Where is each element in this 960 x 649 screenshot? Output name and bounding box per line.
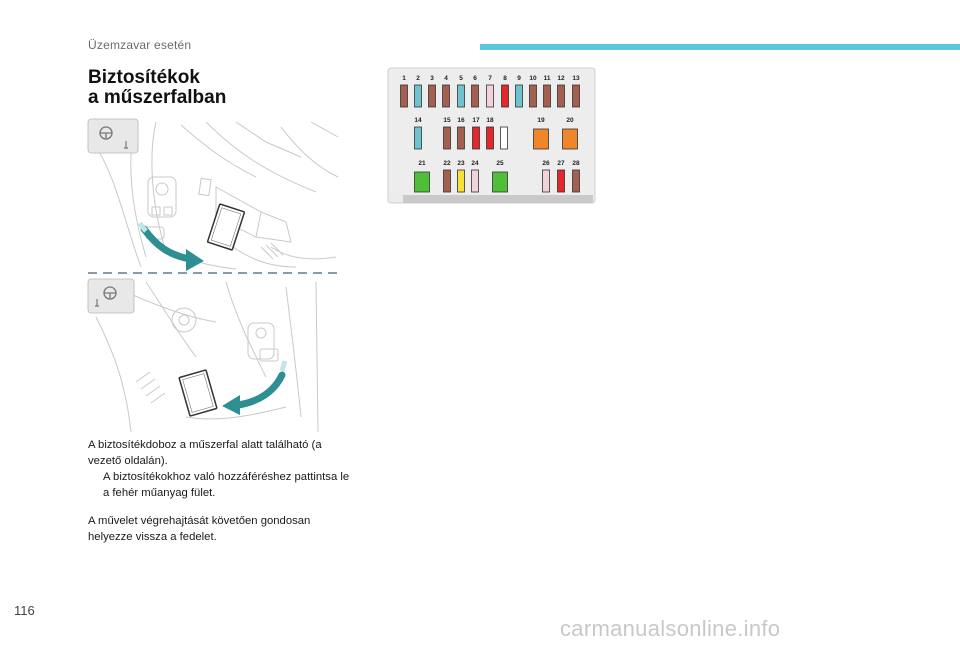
fuse-7 (486, 84, 494, 108)
fuse-label-12: 12 (557, 75, 565, 82)
fuse-label-1: 1 (402, 75, 406, 82)
fuse-label-14: 14 (414, 117, 422, 124)
fuse-label-16: 16 (457, 117, 465, 124)
header-accent-bar (480, 44, 960, 50)
instruction-bullet: A biztosítékokhoz való hozzáféréshez pat… (88, 469, 350, 501)
fuse-label-28: 28 (572, 160, 580, 167)
fuse-3 (428, 84, 436, 108)
fuse-label-8: 8 (503, 75, 507, 82)
fuse-21 (414, 171, 430, 193)
page-number: 116 (14, 603, 35, 618)
section-title-line1: Biztosítékok (88, 67, 200, 88)
fuse-22 (443, 169, 451, 193)
fuse-6 (471, 84, 479, 108)
watermark: carmanualsonline.info (560, 616, 781, 641)
fuse-23 (457, 169, 465, 193)
fuse-label-10: 10 (529, 75, 537, 82)
fuse-10 (529, 84, 537, 108)
fuse-label-5: 5 (459, 75, 463, 82)
fuse-label-3: 3 (430, 75, 434, 82)
fuse-28 (572, 169, 580, 193)
fuse-16 (457, 126, 465, 150)
fuse-13 (572, 84, 580, 108)
fuse-11 (543, 84, 551, 108)
fuse-25 (492, 171, 508, 193)
fuse-label-6: 6 (473, 75, 477, 82)
fuse-label-9: 9 (517, 75, 521, 82)
fuse-label-26: 26 (542, 160, 550, 167)
fuse-17 (472, 126, 480, 150)
fuse-14 (414, 126, 422, 150)
fuse-20 (562, 128, 578, 150)
fuse-2 (414, 84, 422, 108)
fuse-19 (533, 128, 549, 150)
fuse-15 (443, 126, 451, 150)
fuse-label-17: 17 (472, 117, 480, 124)
fuse-4 (442, 84, 450, 108)
fuse-label-24: 24 (471, 160, 479, 167)
fuse-24 (471, 169, 479, 193)
closing-paragraph: A művelet végrehajtását követően gondosa… (88, 515, 311, 543)
fuse-label-21: 21 (418, 160, 426, 167)
fuse-label-27: 27 (557, 160, 565, 167)
fuse-label-15: 15 (443, 117, 451, 124)
fuse-label-19: 19 (537, 117, 545, 124)
fuse-8 (501, 84, 509, 108)
fuse-label-11: 11 (544, 75, 551, 82)
fuse-label-13: 13 (572, 75, 580, 82)
bullet-text: A biztosítékokhoz való hozzáféréshez pat… (103, 471, 350, 499)
bullet-mark (88, 469, 103, 501)
running-header: Üzemzavar esetén (88, 38, 192, 52)
intro-paragraph: A biztosítékdoboz a műszerfal alatt talá… (88, 439, 322, 467)
fuse-label-18: 18 (486, 117, 494, 124)
fuse-label-23: 23 (457, 160, 465, 167)
fuse-label-25: 25 (496, 160, 504, 167)
fuse-5 (457, 84, 465, 108)
fuse-label-7: 7 (488, 75, 492, 82)
instructions: A biztosítékdoboz a műszerfal alatt talá… (88, 437, 350, 545)
fuse-9 (515, 84, 523, 108)
fuse-1 (400, 84, 408, 108)
fuse-label-20: 20 (566, 117, 574, 124)
fuse-label-2: 2 (416, 75, 420, 82)
fuse-27 (557, 169, 565, 193)
fuse-26 (542, 169, 550, 193)
section-title: Biztosítékok a műszerfalban (88, 68, 226, 108)
fuse-label-4: 4 (444, 75, 448, 82)
fuse-18 (486, 126, 494, 150)
section-title-line2: a műszerfalban (88, 87, 227, 108)
fuse-label-22: 22 (443, 160, 451, 167)
fuse-spare (500, 126, 508, 150)
dashboard-illustration (87, 118, 340, 433)
fuse-12 (557, 84, 565, 108)
